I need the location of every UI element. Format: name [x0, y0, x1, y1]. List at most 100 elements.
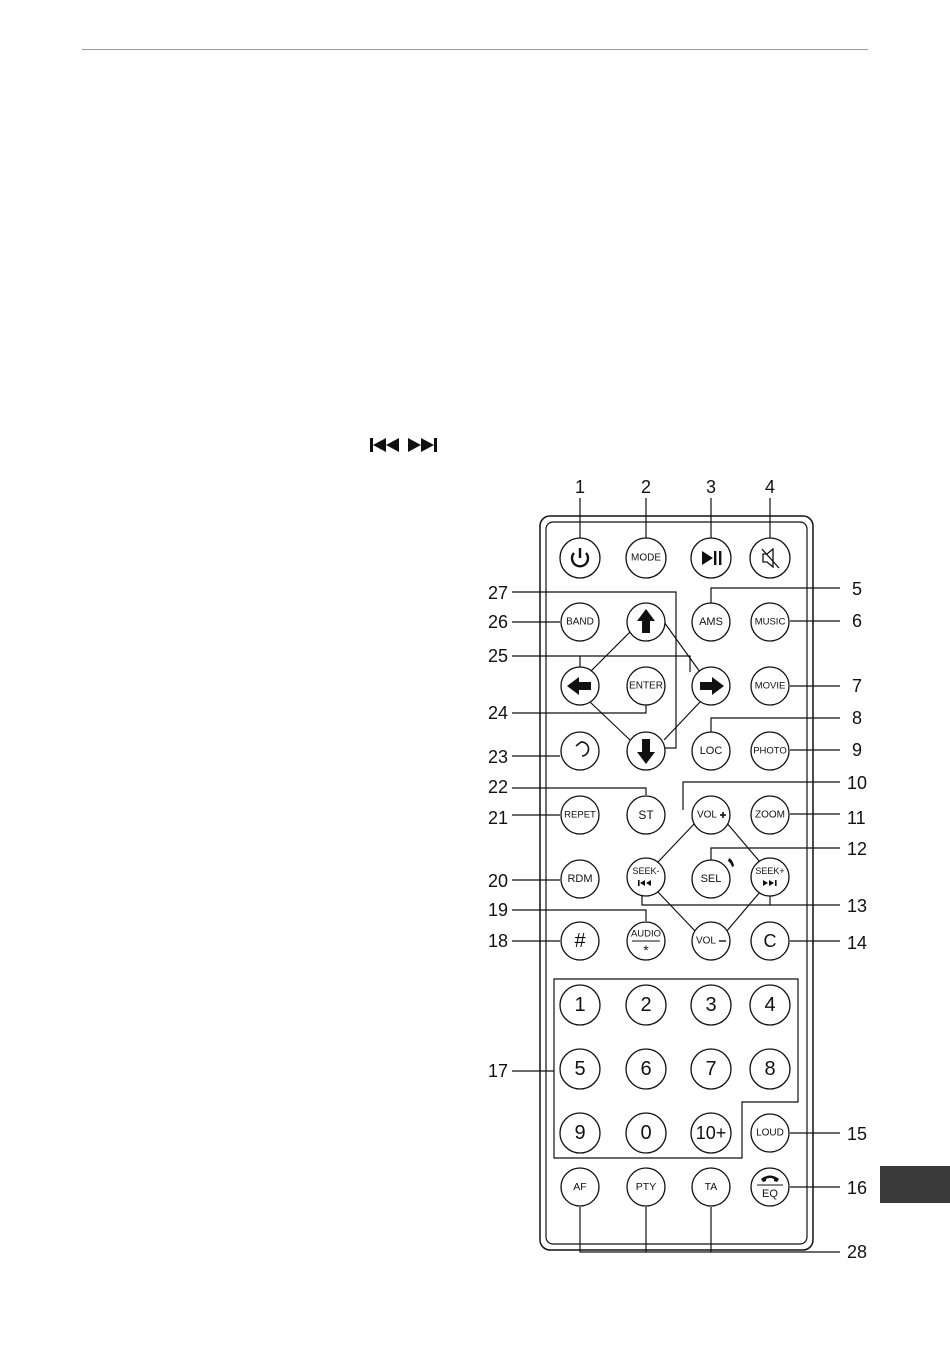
volume-down-label: VOL [696, 936, 716, 947]
digit-2-button[interactable]: 2 [626, 985, 666, 1025]
callout-3: 3 [706, 477, 716, 497]
loud-label: LOUD [756, 1128, 784, 1139]
callout-4: 4 [765, 477, 775, 497]
callout-21: 21 [488, 808, 508, 828]
callout-8: 8 [852, 708, 862, 728]
music-label: MUSIC [755, 617, 786, 628]
seek-minus-label: SEEK- [632, 866, 659, 876]
digit-6-button[interactable]: 6 [626, 1049, 666, 1089]
audio-label: AUDIO [631, 929, 661, 940]
callout-7: 7 [852, 676, 862, 696]
hash-button[interactable]: # [561, 922, 599, 960]
digit-4-button[interactable]: 4 [750, 985, 790, 1025]
callout-27: 27 [488, 583, 508, 603]
callout-5: 5 [852, 579, 862, 599]
seek-minus-button[interactable]: SEEK- [627, 858, 665, 896]
callout-23: 23 [488, 747, 508, 767]
sel-label: SEL [701, 873, 722, 885]
callout-18: 18 [488, 931, 508, 951]
ten-plus-button[interactable]: 10+ [691, 1113, 731, 1153]
pty-button[interactable]: PTY [627, 1168, 665, 1206]
music-button[interactable]: MUSIC [751, 603, 789, 641]
seek-plus-label: SEEK+ [755, 866, 784, 876]
sel-button[interactable]: SEL [692, 860, 730, 898]
digit-1-button[interactable]: 1 [560, 985, 600, 1025]
callout-1: 1 [575, 477, 585, 497]
enter-label: ENTER [629, 681, 663, 692]
left-button[interactable] [561, 667, 599, 705]
mode-button[interactable]: MODE [626, 538, 666, 578]
rdm-button[interactable]: RDM [561, 860, 599, 898]
eq-label: EQ [762, 1188, 778, 1200]
asterisk-label: * [643, 942, 649, 958]
digit-3-button[interactable]: 3 [691, 985, 731, 1025]
hash-label: # [574, 930, 586, 952]
digit-1-label: 1 [574, 994, 585, 1016]
digit-8-button[interactable]: 8 [750, 1049, 790, 1089]
band-label: BAND [566, 617, 594, 628]
digit-6-label: 6 [640, 1058, 651, 1080]
digit-0-label: 0 [640, 1122, 651, 1144]
af-button[interactable]: AF [561, 1168, 599, 1206]
callout-6: 6 [852, 611, 862, 631]
loud-button[interactable]: LOUD [751, 1114, 789, 1152]
callout-10: 10 [847, 773, 867, 793]
st-label: ST [638, 808, 654, 822]
right-button[interactable] [692, 667, 730, 705]
callout-22: 22 [488, 777, 508, 797]
up-button[interactable] [627, 603, 665, 641]
digit-7-label: 7 [705, 1058, 716, 1080]
ams-button[interactable]: AMS [692, 603, 730, 641]
power-button[interactable] [560, 538, 600, 578]
ta-label: TA [705, 1181, 718, 1193]
digit-9-label: 9 [574, 1122, 585, 1144]
audio-button[interactable]: AUDIO * [627, 922, 665, 960]
enter-button[interactable]: ENTER [627, 667, 665, 705]
play-pause-button[interactable] [691, 538, 731, 578]
down-button[interactable] [627, 732, 665, 770]
callout-14: 14 [847, 933, 867, 953]
digit-8-label: 8 [764, 1058, 775, 1080]
callout-28: 28 [847, 1242, 867, 1262]
zoom-button[interactable]: ZOOM [751, 796, 789, 834]
c-label: C [764, 931, 777, 951]
rdm-label: RDM [567, 873, 592, 885]
volume-up-button[interactable]: VOL [692, 796, 730, 834]
volume-down-button[interactable]: VOL [692, 922, 730, 960]
band-button[interactable]: BAND [561, 603, 599, 641]
digit-9-button[interactable]: 9 [560, 1113, 600, 1153]
callout-26: 26 [488, 612, 508, 632]
loc-button[interactable]: LOC [692, 732, 730, 770]
c-button[interactable]: C [751, 922, 789, 960]
movie-button[interactable]: MOVIE [751, 667, 789, 705]
zoom-label: ZOOM [755, 810, 785, 821]
digit-0-button[interactable]: 0 [626, 1113, 666, 1153]
callout-15: 15 [847, 1124, 867, 1144]
callout-13: 13 [847, 896, 867, 916]
digit-7-button[interactable]: 7 [691, 1049, 731, 1089]
digit-5-button[interactable]: 5 [560, 1049, 600, 1089]
ten-plus-label: 10+ [696, 1123, 727, 1143]
digit-5-label: 5 [574, 1058, 585, 1080]
repet-button[interactable]: REPET [561, 796, 599, 834]
eq-button[interactable]: EQ [751, 1168, 789, 1206]
ta-button[interactable]: TA [692, 1168, 730, 1206]
photo-button[interactable]: PHOTO [751, 732, 789, 770]
callout-19: 19 [488, 900, 508, 920]
digit-2-label: 2 [640, 994, 651, 1016]
callout-11: 11 [847, 808, 866, 828]
ams-label: AMS [699, 616, 723, 628]
callout-25: 25 [488, 646, 508, 666]
mute-button[interactable] [750, 538, 790, 578]
af-label: AF [573, 1181, 586, 1193]
st-button[interactable]: ST [627, 796, 665, 834]
callout-16: 16 [847, 1178, 867, 1198]
mode-label: MODE [631, 553, 661, 564]
return-button[interactable] [561, 732, 599, 770]
seek-plus-button[interactable]: SEEK+ [751, 858, 789, 896]
digit-3-label: 3 [705, 994, 716, 1016]
photo-label: PHOTO [753, 746, 787, 757]
callout-2: 2 [641, 477, 651, 497]
callout-24: 24 [488, 703, 508, 723]
